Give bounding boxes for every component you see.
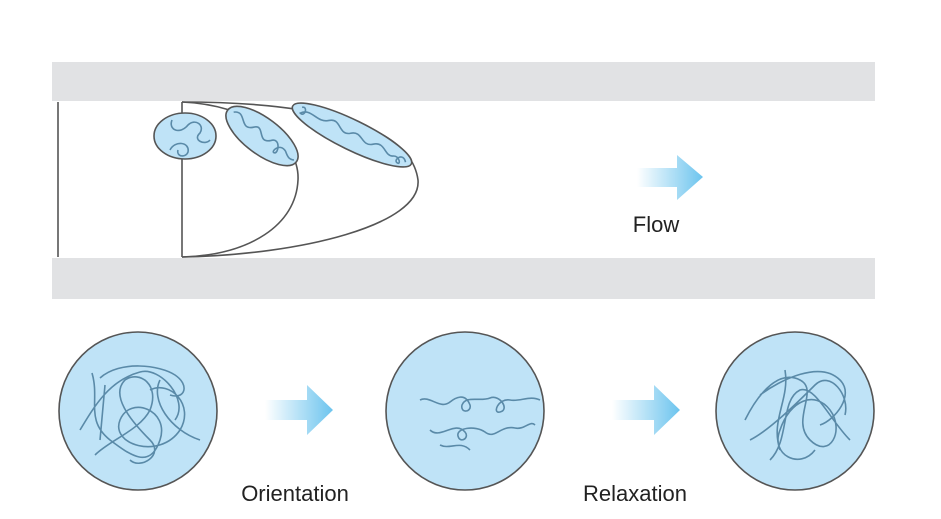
coiled-molecule [153,112,217,160]
relaxation-label: Relaxation [583,481,687,506]
random-coil-circle [58,331,218,491]
flow-label: Flow [632,212,680,237]
relaxed-coil-circle [715,331,875,491]
bottom-wall [52,258,875,299]
oriented-molecule [291,102,413,168]
relaxation-arrow-icon [612,385,680,435]
top-wall [52,62,875,101]
orientation-arrow-icon [265,385,333,435]
velocity-profile-2 [181,101,419,258]
oriented-chains-circle [385,331,545,491]
flow-arrow-icon [637,155,703,200]
orientation-label: Orientation [241,481,349,506]
stretching-molecule [225,105,299,167]
